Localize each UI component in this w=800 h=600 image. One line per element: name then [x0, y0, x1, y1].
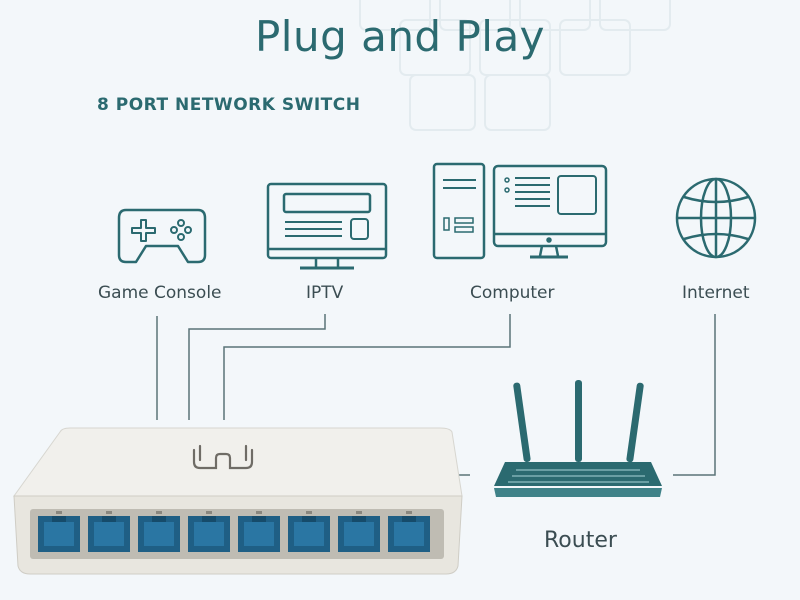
line-internet [673, 314, 716, 476]
network-switch [13, 427, 463, 575]
iptv-label: IPTV [306, 283, 344, 303]
gamepad-icon [117, 208, 207, 264]
internet-label: Internet [682, 283, 750, 303]
tv-icon [266, 182, 388, 270]
game-console-label: Game Console [98, 283, 222, 303]
globe-icon [675, 177, 757, 259]
switch-logo-icon [192, 444, 254, 470]
line-iptv [188, 314, 326, 420]
port [38, 516, 80, 552]
connection-lines [156, 314, 716, 476]
computer-label: Computer [470, 283, 555, 303]
line-computer [223, 314, 511, 420]
port [188, 516, 230, 552]
port [88, 516, 130, 552]
router-icon [494, 380, 662, 497]
page-title: Plug and Play [254, 12, 546, 61]
port [138, 516, 180, 552]
port [238, 516, 280, 552]
computer-icon [432, 162, 608, 260]
port [388, 516, 430, 552]
page-subtitle: 8 PORT NETWORK SWITCH [97, 95, 361, 115]
port [338, 516, 380, 552]
port [288, 516, 330, 552]
router-label: Router [544, 528, 617, 553]
